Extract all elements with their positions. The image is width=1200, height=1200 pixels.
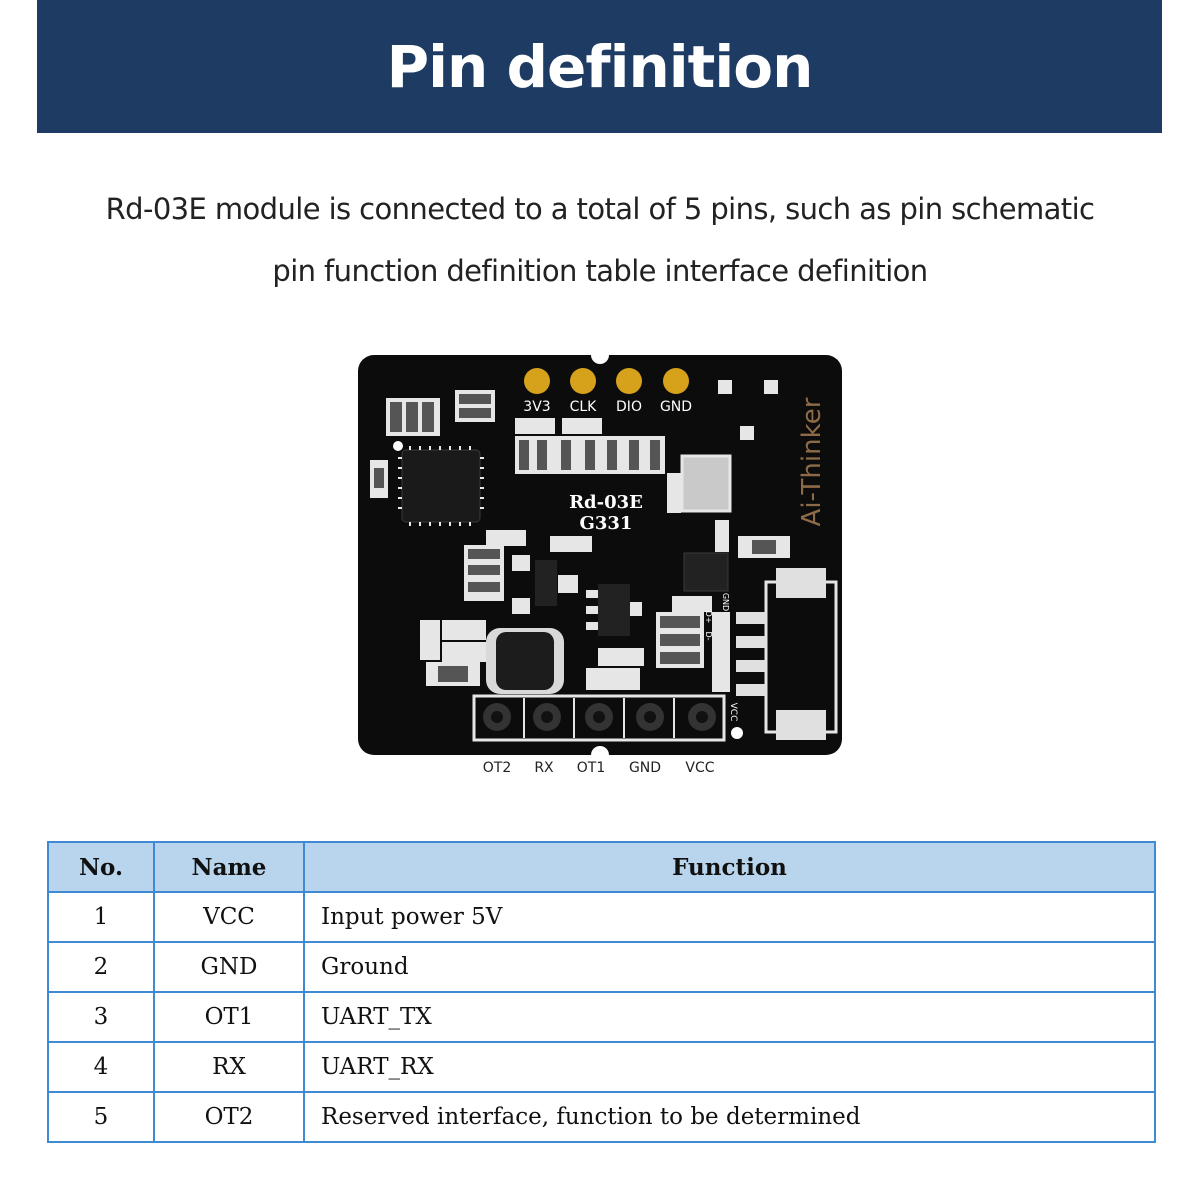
bottom-pin-label-4: GND [629, 760, 661, 776]
silk-top-pin-4: GND [660, 399, 692, 415]
cell-name: RX [153, 1041, 305, 1093]
header-name: Name [153, 841, 305, 893]
gold-pad [570, 368, 596, 394]
brand-silk: Ai-Thinker [797, 397, 827, 526]
side-silk-3: D- [704, 631, 713, 640]
cell-function: Ground [303, 941, 1156, 993]
bottom-pin-label-5: VCC [685, 760, 714, 776]
header-no: No. [47, 841, 155, 893]
cell-no: 1 [47, 891, 155, 943]
cell-no: 4 [47, 1041, 155, 1093]
title-banner: Pin definition [37, 0, 1162, 133]
cell-function: UART_RX [303, 1041, 1156, 1093]
intro-text: Rd-03E module is connected to a total of… [0, 178, 1200, 302]
bottom-pin-label-1: OT2 [483, 760, 511, 776]
model-silk: Rd-03E [569, 492, 643, 513]
cell-name: VCC [153, 891, 305, 943]
gold-pad [524, 368, 550, 394]
cell-name: GND [153, 941, 305, 993]
top-notch [591, 346, 609, 364]
silk-top-pin-1: 3V3 [523, 399, 550, 415]
bottom-notch [591, 746, 609, 764]
side-connector [736, 568, 838, 740]
table-row: 5 OT2 Reserved interface, function to be… [47, 1091, 1156, 1143]
cell-no: 5 [47, 1091, 155, 1143]
top-header-pads [524, 368, 689, 394]
cell-no: 2 [47, 941, 155, 993]
cell-function: Reserved interface, function to be deter… [303, 1091, 1156, 1143]
header-function: Function [303, 841, 1156, 893]
inductor [486, 628, 564, 694]
module-board-diagram: 3V3 CLK DIO GND Ai-Thinker Rd-03E G331 [358, 346, 842, 776]
table-row: 3 OT1 UART_TX [47, 991, 1156, 1043]
side-silk-2: D+ [704, 611, 713, 624]
bottom-header [472, 694, 743, 742]
mcu-chip [393, 441, 484, 526]
code-silk: G331 [580, 513, 633, 534]
silk-top-pin-3: DIO [616, 399, 642, 415]
gold-pad [616, 368, 642, 394]
table-row: 1 VCC Input power 5V [47, 891, 1156, 943]
gold-pad [663, 368, 689, 394]
cell-function: Input power 5V [303, 891, 1156, 943]
cell-no: 3 [47, 991, 155, 1043]
bottom-pin-label-3: OT1 [577, 760, 605, 776]
smd-components [370, 380, 790, 692]
cell-name: OT1 [153, 991, 305, 1043]
silk-top-pin-2: CLK [570, 399, 598, 415]
intro-line-1: Rd-03E module is connected to a total of… [105, 192, 1095, 226]
pin-definition-table: No. Name Function 1 VCC Input power 5V 2… [47, 841, 1156, 1143]
cell-name: OT2 [153, 1091, 305, 1143]
table-row: 4 RX UART_RX [47, 1041, 1156, 1093]
table-header-row: No. Name Function [47, 841, 1156, 893]
bottom-pin-label-2: RX [534, 760, 554, 776]
intro-line-2: pin function definition table interface … [272, 254, 928, 288]
page-title: Pin definition [386, 32, 814, 101]
vcc-silk: VCC [728, 703, 738, 722]
side-silk-1: GND [721, 593, 730, 611]
cell-function: UART_TX [303, 991, 1156, 1043]
table-row: 2 GND Ground [47, 941, 1156, 993]
